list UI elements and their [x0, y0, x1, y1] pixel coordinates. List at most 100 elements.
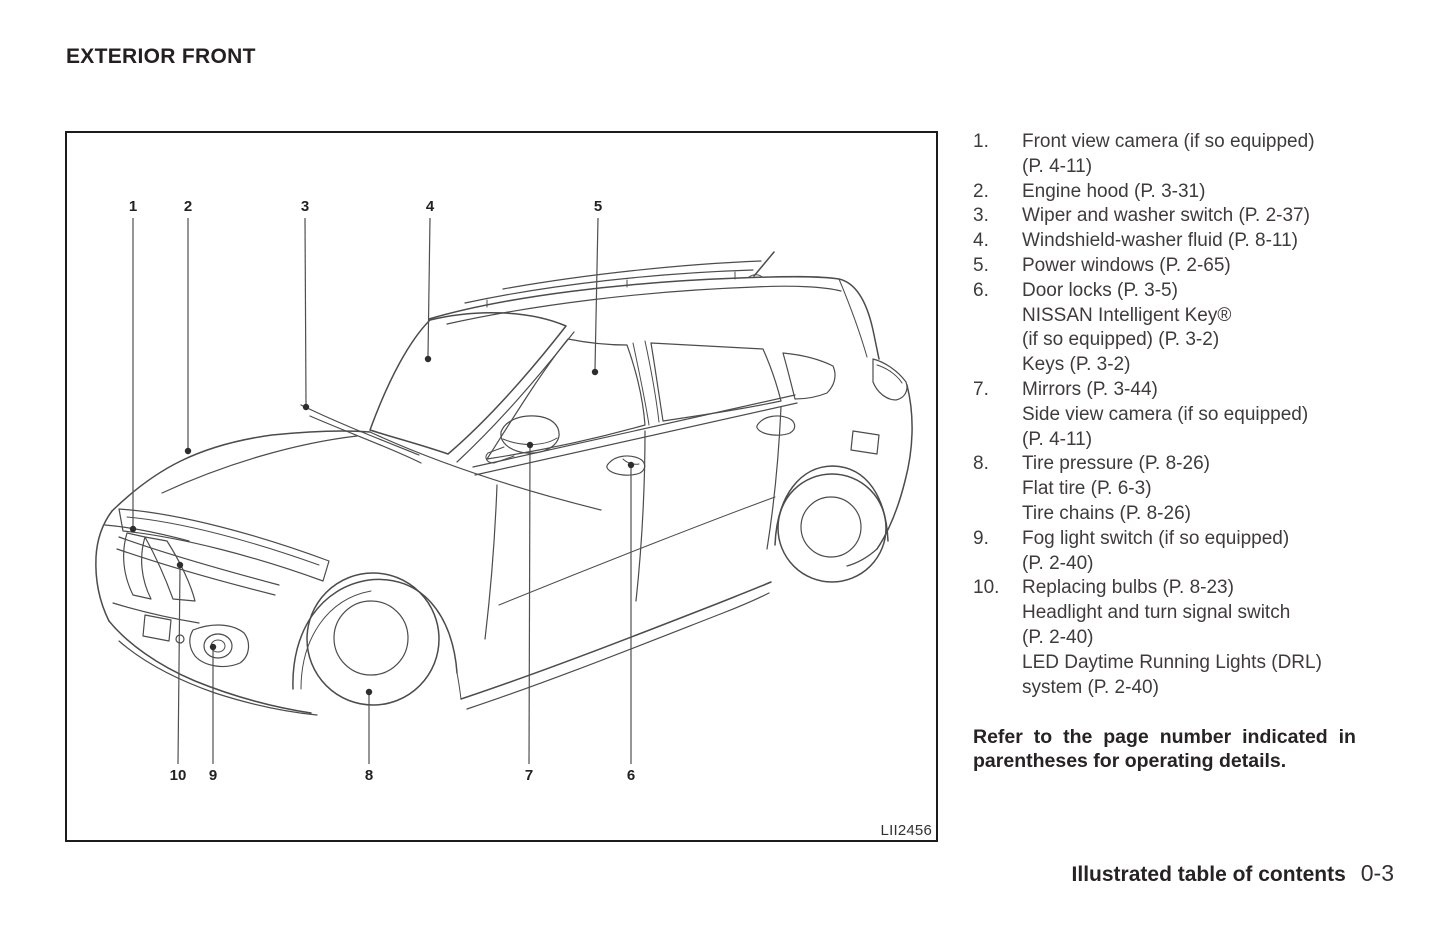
- item-number: 3.: [973, 205, 989, 227]
- headlight: [118, 508, 330, 582]
- front-wheel: [292, 572, 458, 706]
- item-line: (P. 4-11): [1022, 155, 1093, 177]
- page-title: EXTERIOR FRONT: [66, 45, 256, 68]
- item-number: 5.: [973, 254, 989, 276]
- item-line: Fog light switch (if so equipped): [1022, 527, 1290, 549]
- rear-end: [846, 358, 913, 567]
- item-line: Side view camera (if so equipped): [1022, 403, 1309, 425]
- callout-dot-7: [526, 441, 534, 449]
- vehicle-line-art: [95, 251, 913, 716]
- item-lines: Power windows (P. 2-65): [1022, 254, 1397, 279]
- item-line: Wiper and washer switch (P. 2-37): [1022, 205, 1310, 227]
- callout-number-1: 1: [129, 198, 137, 215]
- reference-note-line2: parentheses for operating details.: [973, 749, 1287, 772]
- item-line: (P. 4-11): [1022, 428, 1093, 450]
- item-lines: Door locks (P. 3-5)NISSAN Intelligent Ke…: [1022, 279, 1397, 378]
- item-number: 8.: [973, 453, 989, 475]
- item-line: Power windows (P. 2-65): [1022, 254, 1231, 276]
- fog-lamp: [189, 624, 250, 668]
- callout-number-4: 4: [426, 198, 435, 215]
- item-line: Tire pressure (P. 8-26): [1022, 453, 1210, 475]
- item-line: Replacing bulbs (P. 8-23): [1022, 577, 1234, 599]
- windshield: [369, 311, 575, 463]
- item-lines: Fog light switch (if so equipped) (P. 2-4…: [1022, 527, 1397, 577]
- license-plate: [142, 614, 172, 642]
- callout-dot-3: [302, 403, 310, 411]
- callout-dot-8: [365, 688, 373, 696]
- callout-line-7: [528, 447, 531, 765]
- callout-line-5: [594, 217, 599, 370]
- item-line: Door locks (P. 3-5): [1022, 279, 1178, 301]
- parts-list-item: 7. Mirrors (P. 3-44) Side view camera (if …: [973, 378, 1397, 452]
- front-door-handle: [606, 455, 646, 476]
- item-line: Engine hood (P. 3-31): [1022, 180, 1206, 202]
- callout-line-3: [304, 217, 307, 405]
- item-line: Headlight and turn signal switch: [1022, 602, 1291, 624]
- callout-number-8: 8: [365, 767, 373, 784]
- item-line: Tire chains (P. 8-26): [1022, 502, 1191, 524]
- parts-list-item: 6. Door locks (P. 3-5)NISSAN Intelligent …: [973, 279, 1397, 378]
- footer-page-number: 0-3: [1360, 860, 1394, 886]
- parts-list-item: 9. Fog light switch (if so equipped) (P. 2…: [973, 527, 1397, 577]
- item-line: Mirrors (P. 3-44): [1022, 378, 1158, 400]
- item-number: 9.: [973, 527, 989, 549]
- item-line: (P. 2-40): [1022, 552, 1094, 574]
- parts-list-item: 5. Power windows (P. 2-65): [973, 254, 1397, 279]
- callout-number-6: 6: [627, 767, 635, 784]
- item-lines: Replacing bulbs (P. 8-23) Headlight and t…: [1022, 576, 1397, 700]
- callout-dot-1: [129, 525, 137, 533]
- figure-id-label: LII2456: [880, 822, 932, 839]
- callout-number-2: 2: [184, 198, 192, 215]
- footer-section-label: Illustrated table of contents: [1071, 863, 1346, 886]
- item-lines: Front view camera (if so equipped) (P. 4-…: [1022, 130, 1397, 180]
- item-number: 4.: [973, 230, 989, 252]
- grille-and-lamps: [104, 508, 330, 668]
- item-lines: Tire pressure (P. 8-26) Flat tire (P. 6-3…: [1022, 452, 1397, 526]
- callout-dot-6: [627, 461, 635, 469]
- item-line: Front view camera (if so equipped): [1022, 131, 1315, 152]
- callout-number-9: 9: [209, 767, 217, 784]
- item-line: LED Daytime Running Lights (DRL): [1022, 651, 1322, 673]
- reference-note-line1: Refer to the page number indicated in: [973, 726, 1356, 749]
- parts-list-item: 2. Engine hood (P. 3-31): [973, 180, 1397, 205]
- fuel-door: [850, 430, 880, 455]
- hood-and-front-body: [95, 404, 602, 716]
- reference-note: Refer to the page number indicated in pa…: [973, 726, 1397, 773]
- item-number: 1.: [973, 131, 989, 152]
- callout-line-4: [427, 217, 431, 357]
- item-number: 10.: [973, 577, 1000, 599]
- page-footer: Illustrated table of contents 0-3: [1072, 860, 1394, 887]
- roof-and-rails: [428, 251, 880, 360]
- item-line: Flat tire (P. 6-3): [1022, 478, 1152, 500]
- callout-dot-4: [424, 355, 432, 363]
- callout-line-10: [177, 567, 181, 765]
- callout-dot-5: [591, 368, 599, 376]
- callout-dot-10: [176, 561, 184, 569]
- rear-wheel: [774, 465, 889, 583]
- antenna: [753, 251, 775, 277]
- parts-list-column: 1. Front view camera (if so equipped) (P. …: [973, 130, 1397, 773]
- parts-list-item: 10. Replacing bulbs (P. 8-23) Headlight an…: [973, 576, 1397, 700]
- item-lines: Engine hood (P. 3-31): [1022, 180, 1397, 205]
- parts-list-item: 1. Front view camera (if so equipped) (P. …: [973, 130, 1397, 180]
- taillight: [872, 358, 908, 401]
- item-number: 2.: [973, 180, 989, 202]
- parts-list: 1. Front view camera (if so equipped) (P. …: [973, 130, 1397, 700]
- callout-number-3: 3: [301, 198, 309, 215]
- item-line: (P. 2-40): [1022, 626, 1094, 648]
- item-line: (if so equipped) (P. 3-2): [1022, 329, 1220, 351]
- item-lines: Wiper and washer switch (P. 2-37): [1022, 204, 1397, 229]
- callout-dot-9: [209, 643, 217, 651]
- rear-door-handle: [756, 415, 796, 436]
- parts-list-item: 8. Tire pressure (P. 8-26) Flat tire (P. 6…: [973, 452, 1397, 526]
- item-lines: Windshield-washer fluid (P. 8-11): [1022, 229, 1397, 254]
- item-number: 6.: [973, 279, 989, 301]
- item-line: Windshield-washer fluid (P. 8-11): [1022, 230, 1298, 252]
- item-number: 7.: [973, 378, 989, 400]
- item-lines: Mirrors (P. 3-44) Side view camera (if so…: [1022, 378, 1397, 452]
- callout-number-5: 5: [594, 198, 602, 215]
- item-line: system (P. 2-40): [1022, 676, 1159, 698]
